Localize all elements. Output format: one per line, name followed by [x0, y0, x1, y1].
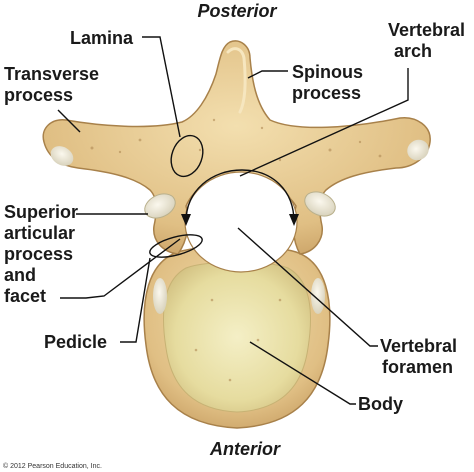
spinous-process-highlight — [226, 47, 247, 114]
leader-lamina — [142, 36, 181, 138]
leader-body — [249, 341, 356, 405]
leader-arch — [239, 68, 409, 177]
label-pedicle: Pedicle — [44, 332, 107, 352]
label-superior-line4: and — [4, 265, 36, 285]
label-superior-line3: process — [4, 244, 73, 264]
label-transverse-line1: Transverse — [4, 64, 99, 84]
label-arch-line1: Vertebral — [388, 20, 465, 40]
left-body-facet — [153, 278, 167, 314]
label-lamina: Lamina — [70, 28, 134, 48]
orientation-anterior: Anterior — [209, 439, 281, 459]
leader-transverse — [57, 109, 81, 133]
left-transverse-tip — [50, 146, 74, 166]
vertebral-arch-arrowhead-left — [181, 214, 191, 226]
pedicle-oval — [149, 234, 203, 258]
label-arch-line2: arch — [394, 41, 432, 61]
leader-spinous — [247, 70, 288, 79]
right-transverse-tip — [407, 139, 429, 161]
vertebral-foramen-opening — [184, 171, 298, 273]
label-spinous-line2: process — [292, 83, 361, 103]
copyright-text: © 2012 Pearson Education, Inc. — [3, 462, 102, 470]
label-superior-line5: facet — [4, 286, 46, 306]
label-superior-line1: Superior — [4, 202, 78, 222]
label-spinous-line1: Spinous — [292, 62, 363, 82]
leader-foramen — [237, 227, 378, 347]
vertebral-body-center — [163, 261, 311, 413]
bone-texture — [90, 118, 382, 382]
label-transverse-line2: process — [4, 85, 73, 105]
leader-pedicle — [120, 257, 151, 343]
vertebral-arch-arrow — [185, 169, 295, 223]
vertebral-arch-arrowhead-right — [289, 214, 299, 226]
right-superior-articular-facet — [304, 191, 336, 217]
vertebral-arch-shape — [42, 40, 431, 255]
label-body: Body — [358, 394, 403, 414]
left-superior-articular-facet — [144, 193, 176, 219]
label-foramen-line2: foramen — [382, 357, 453, 377]
lamina-oval — [170, 134, 204, 178]
leader-facet — [60, 238, 181, 299]
orientation-posterior: Posterior — [197, 1, 277, 21]
label-foramen-line1: Vertebral — [380, 336, 457, 356]
right-body-facet — [311, 278, 325, 314]
label-superior-line2: articular — [4, 223, 75, 243]
